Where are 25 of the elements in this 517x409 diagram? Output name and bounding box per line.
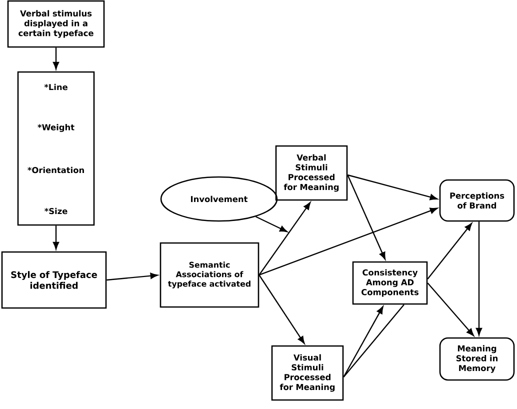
oval-node: Involvement — [160, 176, 278, 222]
rounded-box: Meaning Stored in Memory — [439, 337, 515, 381]
process-box: Style of Typeface identified — [1, 251, 107, 309]
arrow — [476, 222, 482, 336]
arrow — [427, 282, 474, 336]
arrow — [258, 274, 305, 344]
process-box: Visual Stimuli Processed for Meaning — [271, 345, 344, 401]
arrow — [258, 208, 438, 276]
process-box: Verbal Stimuli Processed for Meaning — [275, 145, 348, 201]
arrow — [427, 223, 472, 280]
rounded-box: Perceptions of Brand — [439, 179, 515, 222]
list-item: *Line — [44, 84, 68, 90]
process-box: Verbal stimulus displayed in a certain typeface — [7, 0, 105, 48]
list-item: *Orientation — [28, 166, 84, 174]
arrow — [106, 272, 158, 281]
arrow — [52, 48, 60, 70]
arrow — [343, 306, 384, 378]
arrow — [347, 174, 386, 260]
arrow — [255, 216, 288, 232]
arrow — [52, 226, 60, 250]
list-item: *Size — [44, 208, 68, 214]
arrow — [258, 202, 311, 276]
process-box: Consistency Among AD Components — [352, 261, 428, 305]
list-item: *Weight — [38, 124, 74, 132]
arrow — [348, 174, 438, 200]
